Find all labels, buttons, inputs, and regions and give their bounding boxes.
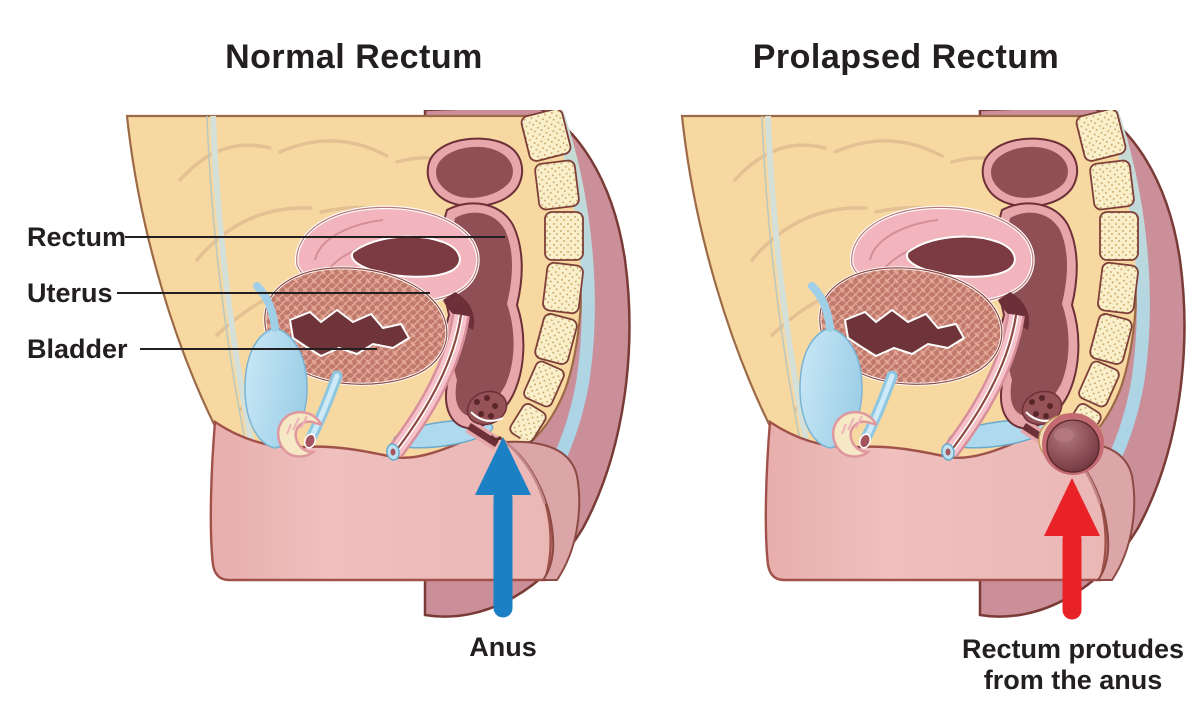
prolapsed-rectum-title: Prolapsed Rectum [752, 38, 1060, 76]
rectum-leader-line [125, 236, 505, 238]
prolapsed-bulb [1038, 413, 1104, 475]
anus-label: Anus [469, 632, 537, 662]
prolapsed-rectum-illustration [680, 110, 1200, 630]
anus-arrow-icon [475, 437, 531, 618]
bladder-leader-line [140, 348, 377, 350]
normal-rectum-illustration [125, 110, 645, 630]
prolapse-arrow-icon [1044, 478, 1100, 620]
uterus-label: Uterus [27, 278, 113, 308]
rectum-label: Rectum [27, 222, 127, 252]
normal-rectum-title: Normal Rectum [225, 38, 483, 76]
uterus-leader-line [117, 292, 430, 294]
prolapse-label: Rectum protudes from the anus [961, 634, 1185, 695]
bladder-label: Bladder [27, 334, 128, 364]
